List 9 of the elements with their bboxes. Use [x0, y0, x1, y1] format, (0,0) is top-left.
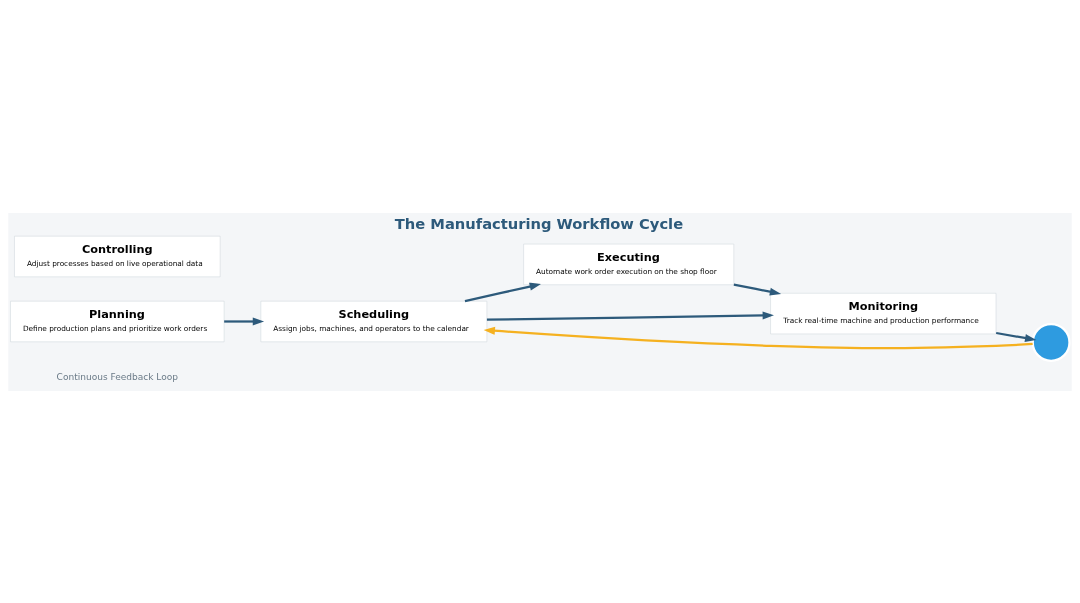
arrow: [483, 326, 1033, 349]
arrow: [464, 282, 541, 302]
arrow: [733, 283, 782, 296]
label: Continuous Feedback Loop: [56, 371, 179, 382]
arrow: [224, 317, 265, 325]
node-circle: [1031, 322, 1071, 362]
diagram-title: The Manufacturing Workflow Cycle: [394, 214, 684, 232]
arrow: [486, 311, 774, 321]
arrow: [996, 331, 1037, 342]
